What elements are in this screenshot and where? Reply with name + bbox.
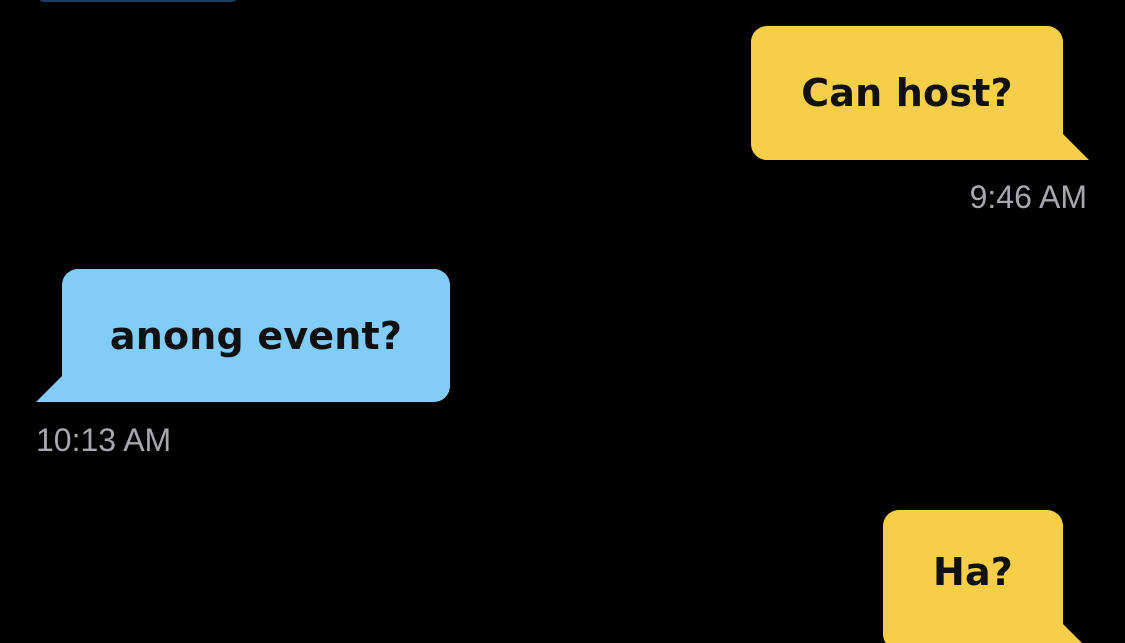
message-timestamp: 9:46 AM [969,179,1087,215]
message-text: Can host? [801,71,1013,115]
message-timestamp: 10:13 AM [36,422,172,458]
message-text: Ha? [932,550,1014,594]
outgoing-message-bubble[interactable]: Can host? [751,26,1089,160]
bubble-tail [1023,610,1063,643]
bubble-tail-point [36,376,62,402]
bubble-tail-point [1063,624,1089,643]
bubble-body [751,26,1063,160]
bubble-tail [62,362,102,402]
partial-message-bubble [38,0,238,2]
outgoing-message-bubble[interactable]: Ha? [883,510,1089,643]
bubble-body [62,269,450,402]
bubble-tail [1023,120,1063,160]
bubble-tail-point [1063,134,1089,160]
message-text: anong event? [109,313,403,358]
incoming-message-bubble[interactable]: anong event? [36,269,450,402]
